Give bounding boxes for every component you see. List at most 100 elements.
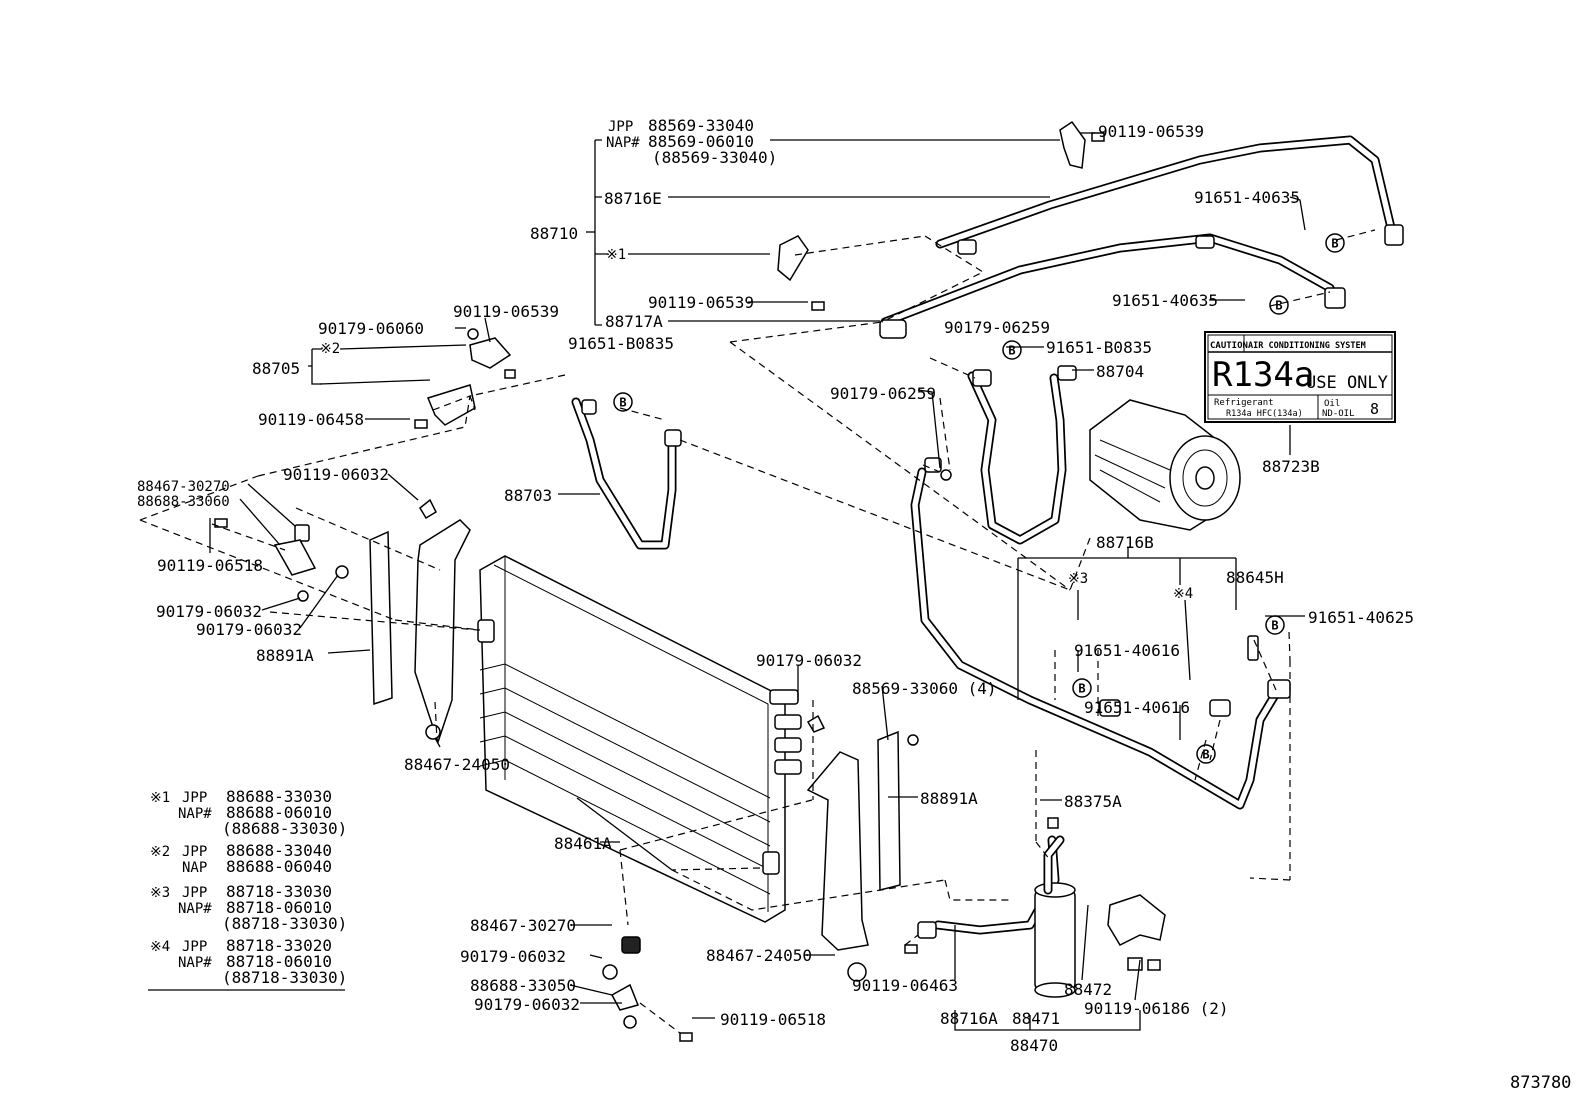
leader-lines: [148, 132, 1306, 1031]
caution-header-right: AIR CONDITIONING SYSTEM: [1248, 341, 1366, 351]
condenser-fin: [479, 735, 771, 871]
discharge-hose-88716e: [935, 135, 1397, 249]
label-90119-06458: 90119-06458: [258, 410, 364, 429]
label-88717a: 88717A: [605, 312, 663, 331]
footnote-tag: NAP#: [178, 955, 212, 971]
label-88472: 88472: [1064, 980, 1112, 999]
label-88467-30270-bot: 88467-30270: [470, 916, 576, 935]
footnote-part-number: (88718-33030): [222, 914, 347, 933]
compressor: [1089, 399, 1241, 531]
bolt-marker: B: [1269, 295, 1289, 315]
caution-refrigerant-label: Refrigerant: [1214, 398, 1274, 408]
diagram-number: 873780: [1510, 1073, 1571, 1093]
label-90119-06539-top: 90119-06539: [1098, 122, 1204, 141]
label-88375a: 88375A: [1064, 792, 1122, 811]
bolt-marker-text: B: [1331, 237, 1338, 251]
label-90179-06032-b: 90179-06032: [196, 620, 302, 639]
label-88688-33050: 88688-33050: [470, 976, 576, 995]
label-90119-06032: 90119-06032: [283, 465, 389, 484]
label-90179-06032-bot1: 90179-06032: [460, 947, 566, 966]
caution-refrigerant: R134a: [1212, 355, 1314, 395]
bracket-right-vertical: [806, 751, 869, 982]
label-90119-06518-top: 90119-06518: [157, 556, 263, 575]
liquid-tube-88716a: [933, 835, 1060, 935]
label-star1: ※1: [606, 247, 626, 263]
condenser-fin: [479, 711, 771, 847]
caution-oil-grade: 8: [1370, 400, 1379, 418]
footnote-part-number: (88718-33030): [222, 968, 347, 987]
label-88569-nap-tag: NAP#: [606, 135, 640, 151]
label-90179-06060: 90179-06060: [318, 319, 424, 338]
footnote-part-number: 88688-33030: [226, 787, 332, 806]
hose-88704-left: [967, 371, 1067, 545]
label-88704: 88704: [1096, 362, 1144, 381]
footnote-tag: JPP: [182, 939, 207, 955]
footnote-part-number: 88688-33040: [226, 841, 332, 860]
small-fittings: [214, 120, 1404, 1042]
bolt-marker: B: [1002, 340, 1022, 360]
label-88569-nap: 88569-06010: [648, 132, 754, 151]
condenser-88461a: [477, 555, 802, 923]
dashed-guide-lines: [139, 229, 1376, 1034]
label-90119-06518-bot: 90119-06518: [720, 1010, 826, 1029]
label-88645h: 88645H: [1226, 568, 1284, 587]
footnote-part-number: 88718-33030: [226, 882, 332, 901]
caution-oil-label: Oil: [1324, 399, 1340, 409]
part-labels: JPP 88569-33040 NAP# 88569-06010 (88569-…: [137, 116, 1414, 1055]
label-88688-33060: 88688-33060: [137, 494, 230, 510]
label-90119-06186: 90119-06186 (2): [1084, 999, 1229, 1018]
label-88471: 88471: [1012, 1009, 1060, 1028]
bolt-marker: B: [1196, 744, 1216, 764]
label-88716b: 88716B: [1096, 533, 1154, 552]
label-88569-paren: (88569-33040): [652, 148, 777, 167]
label-90119-06539-left: 90119-06539: [453, 302, 559, 321]
condenser-fin: [479, 687, 771, 823]
label-88723b: 88723B: [1262, 457, 1320, 476]
label-88569-jpp: 88569-33040: [648, 116, 754, 135]
footnote-part-number: 88688-06040: [226, 857, 332, 876]
bolt-marker-text: B: [1008, 344, 1015, 358]
footnote-mark: ※1: [150, 790, 170, 806]
label-91651-40635-a: 91651-40635: [1194, 188, 1300, 207]
receiver-bracket-88472: [1107, 894, 1166, 971]
label-star3: ※3: [1068, 571, 1088, 587]
footnote-tag: NAP: [182, 860, 207, 876]
label-91651-40616-a: 91651-40616: [1074, 641, 1180, 660]
footnote-tag: JPP: [182, 885, 207, 901]
footnote-part-number: (88688-33030): [222, 819, 347, 838]
footnote-tag: JPP: [182, 844, 207, 860]
label-88467-24050-bot: 88467-24050: [706, 946, 812, 965]
footnote-mark: ※2: [150, 844, 170, 860]
bolt-marker-text: B: [1271, 619, 1278, 633]
bolt-marker: B: [1325, 233, 1345, 253]
bolt-marker: B: [613, 392, 633, 412]
label-88716e: 88716E: [604, 189, 662, 208]
bracket-left-vertical: [414, 519, 471, 745]
label-91651-40625: 91651-40625: [1308, 608, 1414, 627]
label-90179-06259-a: 90179-06259: [944, 318, 1050, 337]
footnote-part-number: 88718-06010: [226, 898, 332, 917]
footnote-tag: JPP: [182, 790, 207, 806]
label-star2: ※2: [320, 341, 340, 357]
label-88569-jpp-tag: JPP: [608, 119, 633, 135]
footnote-mark: ※3: [150, 885, 170, 901]
footnote-tag: NAP#: [178, 806, 212, 822]
label-90179-06259-b: 90179-06259: [830, 384, 936, 403]
label-88716a: 88716A: [940, 1009, 998, 1028]
bolt-marker-text: B: [1275, 299, 1282, 313]
caution-refrigerant-spec: R134a HFC(134a): [1226, 409, 1303, 419]
label-91651-40616-b: 91651-40616: [1084, 698, 1190, 717]
label-88467-24050-left: 88467-24050: [404, 755, 510, 774]
condenser-fin: [479, 663, 771, 799]
label-91651-40635-b: 91651-40635: [1112, 291, 1218, 310]
label-90119-06539-mid: 90119-06539: [648, 293, 754, 312]
bolt-marker-text: B: [1078, 682, 1085, 696]
footnote-part-number: 88718-33020: [226, 936, 332, 955]
support-88891a-right: [877, 730, 919, 891]
label-star4: ※4: [1173, 586, 1193, 602]
label-91651-b0835-l: 91651-B0835: [568, 334, 674, 353]
label-88461a: 88461A: [554, 834, 612, 853]
bolt-marker-text: B: [1202, 748, 1209, 762]
caution-oil-spec: ND-OIL: [1322, 409, 1355, 419]
footnote-tag: NAP#: [178, 901, 212, 917]
